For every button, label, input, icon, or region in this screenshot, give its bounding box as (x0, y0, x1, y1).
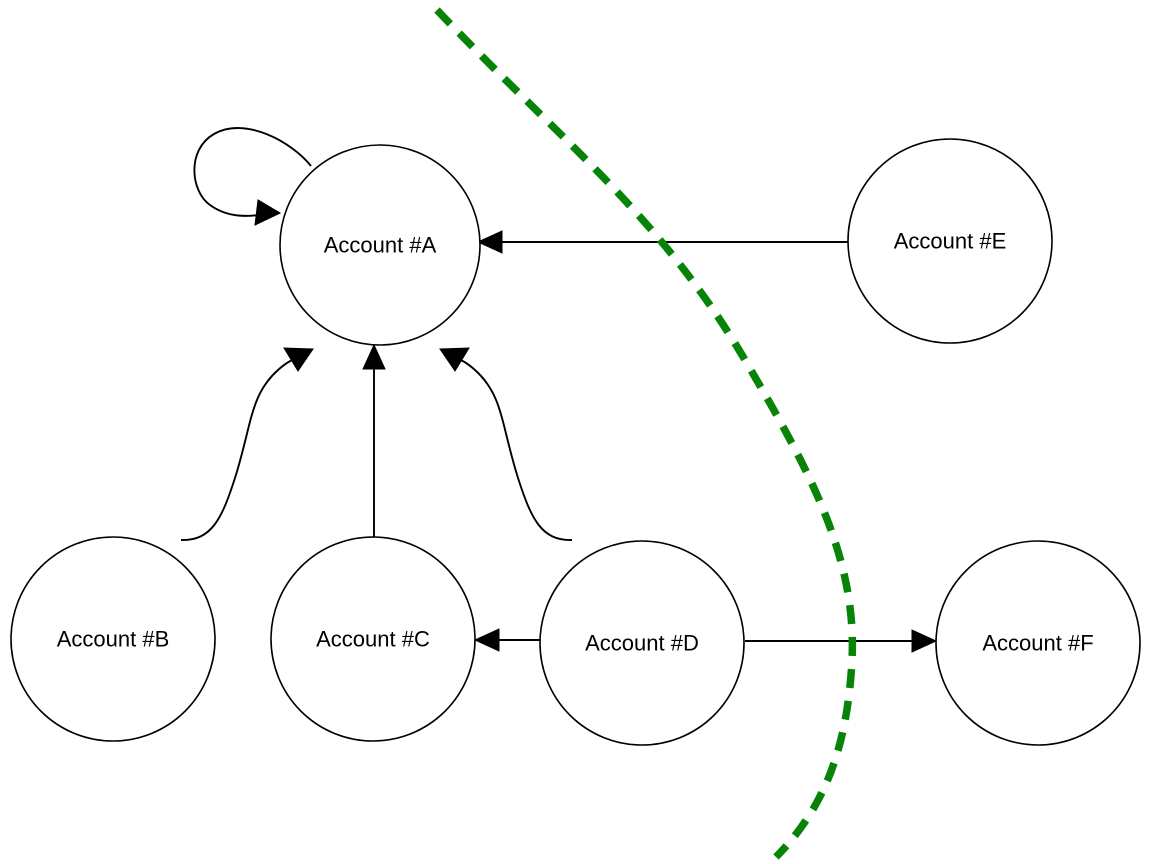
node-account-b-label: Account #B (57, 627, 170, 652)
node-account-e[interactable]: Account #E (847, 138, 1053, 344)
edge-b-to-a[interactable] (180, 347, 314, 541)
edge-a-to-a-path (193, 127, 312, 217)
node-account-f-circle (935, 540, 1141, 746)
node-account-f-label: Account #F (982, 631, 1093, 656)
node-account-b[interactable]: Account #B (10, 536, 216, 742)
node-account-a[interactable]: Account #A (279, 144, 481, 346)
edge-d-to-f[interactable] (745, 629, 938, 653)
boundary-line-path (434, 7, 857, 860)
node-account-e-label: Account #E (894, 229, 1007, 254)
node-account-a-circle (279, 144, 481, 346)
edge-d-to-a-arrowhead (439, 347, 470, 372)
node-layer: Account #A Account #B Account #C Account… (10, 138, 1141, 746)
edge-d-to-a[interactable] (439, 347, 573, 541)
edge-layer (180, 127, 938, 653)
edge-c-to-a-arrowhead (362, 343, 386, 370)
edge-a-to-a-arrowhead (254, 199, 282, 226)
edge-b-to-a-path (180, 356, 301, 541)
edge-e-to-a-arrowhead (476, 230, 503, 254)
node-account-c[interactable]: Account #C (270, 536, 476, 742)
node-account-f[interactable]: Account #F (935, 540, 1141, 746)
node-account-d[interactable]: Account #D (539, 540, 745, 746)
node-account-a-label: Account #A (324, 233, 437, 258)
edge-d-to-c-arrowhead (473, 628, 500, 652)
edge-a-to-a[interactable] (193, 127, 312, 226)
node-account-c-label: Account #C (316, 627, 430, 652)
node-account-b-circle (10, 536, 216, 742)
edge-d-to-c[interactable] (473, 628, 541, 652)
node-account-e-circle (847, 138, 1053, 344)
edge-c-to-a[interactable] (362, 343, 386, 538)
node-account-c-circle (270, 536, 476, 742)
edge-b-to-a-arrowhead (283, 347, 314, 372)
edge-d-to-a-path (452, 356, 573, 541)
edge-d-to-f-arrowhead (911, 629, 938, 653)
node-account-d-circle (539, 540, 745, 746)
edge-e-to-a[interactable] (476, 230, 848, 254)
node-account-d-label: Account #D (585, 631, 699, 656)
boundary-line (434, 7, 857, 860)
